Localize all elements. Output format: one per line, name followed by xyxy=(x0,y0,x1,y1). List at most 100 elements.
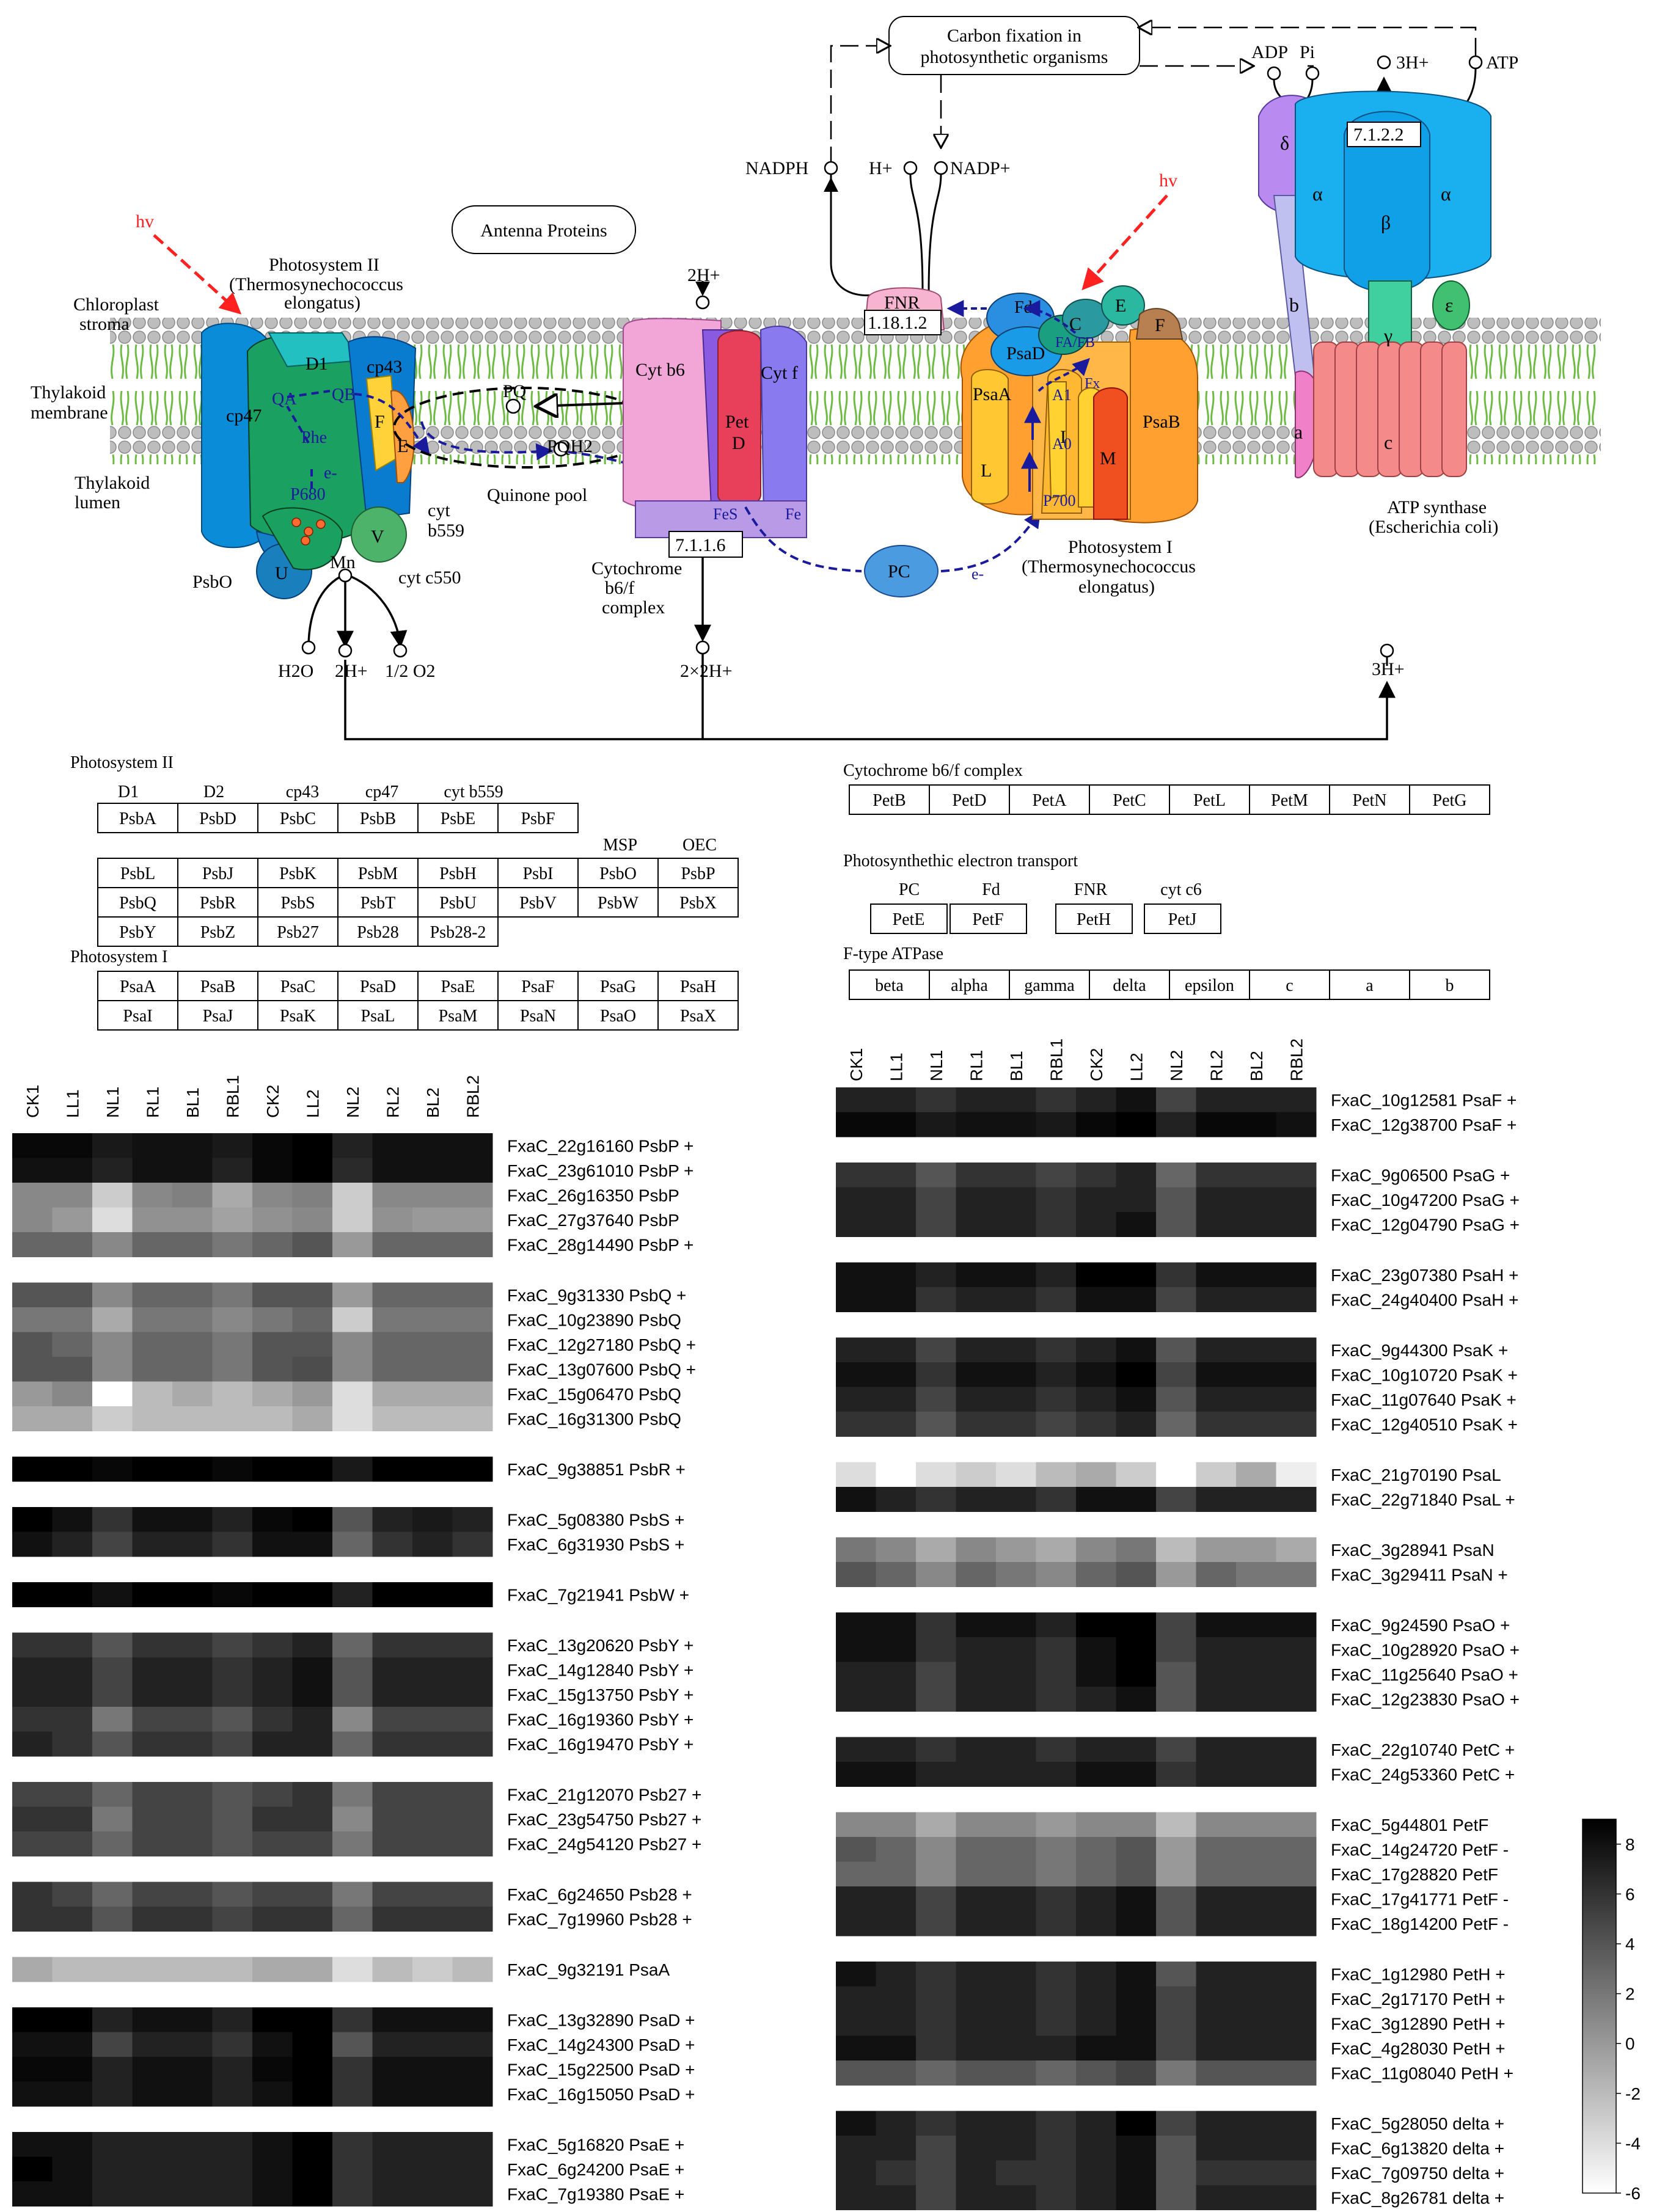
heatmap-row[interactable]: FxaC_17g28820 PetF xyxy=(836,1861,1498,1887)
psii-gene-cell[interactable]: PsbA xyxy=(97,803,178,833)
mn-node[interactable] xyxy=(338,568,353,583)
psi-gene-cell[interactable]: PsaB xyxy=(177,971,258,1001)
heatmap-row[interactable]: FxaC_24g54120 Psb27 + xyxy=(12,1831,701,1856)
heatmap-row[interactable]: FxaC_11g25640 PsaO + xyxy=(836,1662,1518,1687)
psi-gene-cell[interactable]: PsaA xyxy=(97,971,178,1001)
heatmap-row[interactable]: FxaC_3g12890 PetH + xyxy=(836,2011,1506,2036)
atpase-gene-cell[interactable]: b xyxy=(1409,969,1490,1000)
psii-gene-cell[interactable]: PsbI xyxy=(497,858,579,888)
heatmap-row[interactable]: FxaC_12g40510 PsaK + xyxy=(836,1412,1518,1437)
psii-gene-cell[interactable]: PsbQ xyxy=(97,887,178,918)
heatmap-row[interactable]: FxaC_12g04790 PsaG + xyxy=(836,1212,1520,1237)
heatmap-row[interactable]: FxaC_22g10740 PetC + xyxy=(836,1737,1515,1762)
heatmap-row[interactable]: FxaC_7g09750 delta + xyxy=(836,2160,1504,2186)
psii-gene-cell[interactable]: Psb28 xyxy=(337,916,419,947)
heatmap-row[interactable]: FxaC_9g31330 PsbQ + xyxy=(12,1282,686,1308)
heatmap-row[interactable]: FxaC_9g06500 PsaG + xyxy=(836,1163,1510,1188)
atpase-gene-cell[interactable]: beta xyxy=(849,969,930,1000)
cyt-gene-cell[interactable]: PetL xyxy=(1169,784,1250,815)
heatmap-row[interactable]: FxaC_15g22500 PsaD + xyxy=(12,2057,695,2082)
hplus-node[interactable] xyxy=(903,161,918,175)
heatmap-row[interactable]: FxaC_11g08040 PetH + xyxy=(836,2061,1513,2086)
carbon-fixation-box[interactable]: Carbon fixation in photosynthetic organi… xyxy=(888,16,1140,75)
cyt-2h-top-node[interactable] xyxy=(695,295,710,310)
antenna-proteins-box[interactable]: Antenna Proteins xyxy=(452,205,636,254)
psi-gene-cell[interactable]: PsaN xyxy=(497,1000,579,1031)
heatmap-row[interactable]: FxaC_9g44300 PsaK + xyxy=(836,1337,1508,1363)
cyt-gene-cell[interactable]: PetG xyxy=(1409,784,1490,815)
psi-gene-cell[interactable]: PsaE xyxy=(417,971,499,1001)
heatmap-row[interactable]: FxaC_16g19470 PsbY + xyxy=(12,1731,693,1757)
quinone-pool[interactable]: PQ PQH2 Quinone pool xyxy=(393,381,728,505)
psii-gene-cell[interactable]: PsbE xyxy=(417,803,499,833)
psi-gene-cell[interactable]: PsaJ xyxy=(177,1000,258,1031)
heatmap-row[interactable]: FxaC_12g27180 PsbQ + xyxy=(12,1332,696,1357)
heatmap-row[interactable]: FxaC_11g07640 PsaK + xyxy=(836,1387,1517,1412)
pet-gene-cell[interactable]: PetH xyxy=(1055,903,1133,934)
heatmap-row[interactable]: FxaC_9g38851 PsbR + xyxy=(12,1456,686,1482)
psi-gene-cell[interactable]: PsaK xyxy=(257,1000,338,1031)
psii-gene-cell[interactable]: PsbC xyxy=(257,803,338,833)
heatmap-row[interactable]: FxaC_5g08380 PsbS + xyxy=(12,1507,684,1532)
heatmap-row[interactable]: FxaC_13g07600 PsbQ + xyxy=(12,1357,696,1382)
psii-gene-cell[interactable]: PsbF xyxy=(497,803,579,833)
heatmap-row[interactable]: FxaC_6g24650 Psb28 + xyxy=(12,1882,692,1907)
heatmap-row[interactable]: FxaC_23g61010 PsbP + xyxy=(12,1158,693,1183)
psii-gene-cell[interactable]: PsbW xyxy=(577,887,659,918)
psii-gene-cell[interactable]: PsbV xyxy=(497,887,579,918)
atpase-gene-cell[interactable]: a xyxy=(1329,969,1410,1000)
heatmap-row[interactable]: FxaC_10g23890 PsbQ xyxy=(12,1307,681,1332)
psii-gene-cell[interactable]: PsbM xyxy=(337,858,419,888)
heatmap-row[interactable]: FxaC_5g44801 PetF xyxy=(836,1812,1488,1838)
psi-gene-cell[interactable]: PsaL xyxy=(337,1000,419,1031)
heatmap-row[interactable]: FxaC_4g28030 PetH + xyxy=(836,2035,1506,2061)
heatmap-row[interactable]: FxaC_1g12980 PetH + xyxy=(836,1962,1506,1987)
heatmap-row[interactable]: FxaC_12g38700 PsaF + xyxy=(836,1112,1517,1137)
photosystem-i[interactable]: Fd PsaD PsaA PsaB C E F FA/FB Fx A1 A0 P… xyxy=(946,170,1198,597)
cyt-gene-cell[interactable]: PetM xyxy=(1249,784,1330,815)
psi-gene-cell[interactable]: PsaD xyxy=(337,971,419,1001)
psii-gene-cell[interactable]: PsbS xyxy=(257,887,338,918)
atp-node[interactable] xyxy=(1468,55,1483,70)
heatmap-row[interactable]: FxaC_22g16160 PsbP + xyxy=(12,1133,693,1158)
heatmap-row[interactable]: FxaC_23g07380 PsaH + xyxy=(836,1262,1518,1288)
heatmap-row[interactable]: FxaC_5g16820 PsaE + xyxy=(12,2132,684,2157)
psii-gene-cell[interactable]: PsbR xyxy=(177,887,258,918)
cyt-2x2h-node[interactable] xyxy=(695,640,710,655)
three-h-bottom-node[interactable] xyxy=(1380,643,1394,658)
heatmap-row[interactable]: FxaC_3g28941 PsaN xyxy=(836,1537,1495,1563)
heatmap-row[interactable]: FxaC_10g10720 PsaK + xyxy=(836,1362,1518,1387)
cyt-gene-cell[interactable]: PetD xyxy=(929,784,1010,815)
heatmap-row[interactable]: FxaC_21g12070 Psb27 + xyxy=(12,1782,701,1807)
nadp-node[interactable] xyxy=(934,161,948,175)
heatmap-row[interactable]: FxaC_6g13820 delta + xyxy=(836,2136,1504,2161)
heatmap-row[interactable]: FxaC_10g28920 PsaO + xyxy=(836,1637,1520,1662)
psi-gene-cell[interactable]: PsaF xyxy=(497,971,579,1001)
heatmap-row[interactable]: FxaC_7g21941 PsbW + xyxy=(12,1582,689,1607)
plastocyanin[interactable]: PC e- xyxy=(744,506,1041,597)
heatmap-row[interactable]: FxaC_6g31930 PsbS + xyxy=(12,1531,684,1557)
cytochrome-b6f[interactable]: 2H+ Cyt b6 Cyt f Pet D FeS Fe 7.1.1.6 Cy… xyxy=(591,265,807,681)
heatmap-row[interactable]: FxaC_5g28050 delta + xyxy=(836,2111,1504,2136)
two-h-bottom-node[interactable] xyxy=(338,643,353,658)
psi-gene-cell[interactable]: PsaC xyxy=(257,971,338,1001)
heatmap-row[interactable]: FxaC_9g32191 PsaA xyxy=(12,1957,670,1982)
psii-gene-cell[interactable]: PsbY xyxy=(97,916,178,947)
psii-gene-cell[interactable]: PsbT xyxy=(337,887,419,918)
heatmap-row[interactable]: FxaC_27g37640 PsbP xyxy=(12,1207,679,1233)
heatmap-row[interactable]: FxaC_13g32890 PsaD + xyxy=(12,2007,695,2032)
pet-gene-cell[interactable]: PetJ xyxy=(1144,903,1221,934)
heatmap-row[interactable]: FxaC_9g24590 PsaO + xyxy=(836,1612,1510,1638)
three-h-top-node[interactable] xyxy=(1377,55,1391,70)
heatmap-row[interactable]: FxaC_10g47200 PsaG + xyxy=(836,1187,1520,1213)
psi-gene-cell[interactable]: PsaH xyxy=(657,971,739,1001)
psii-gene-cell[interactable]: PsbJ xyxy=(177,858,258,888)
ec-atp-box[interactable] xyxy=(1347,122,1421,147)
heatmap-row[interactable]: FxaC_7g19960 Psb28 + xyxy=(12,1907,692,1932)
heatmap-row[interactable]: FxaC_16g15050 PsaD + xyxy=(12,2081,695,2107)
o2-node[interactable] xyxy=(393,643,408,658)
pqh2-node[interactable] xyxy=(553,441,569,457)
psii-gene-cell[interactable]: Psb28-2 xyxy=(417,916,499,947)
heatmap-row[interactable]: FxaC_18g14200 PetF - xyxy=(836,1911,1509,1936)
heatmap-row[interactable]: FxaC_22g71840 PsaL + xyxy=(836,1487,1515,1512)
